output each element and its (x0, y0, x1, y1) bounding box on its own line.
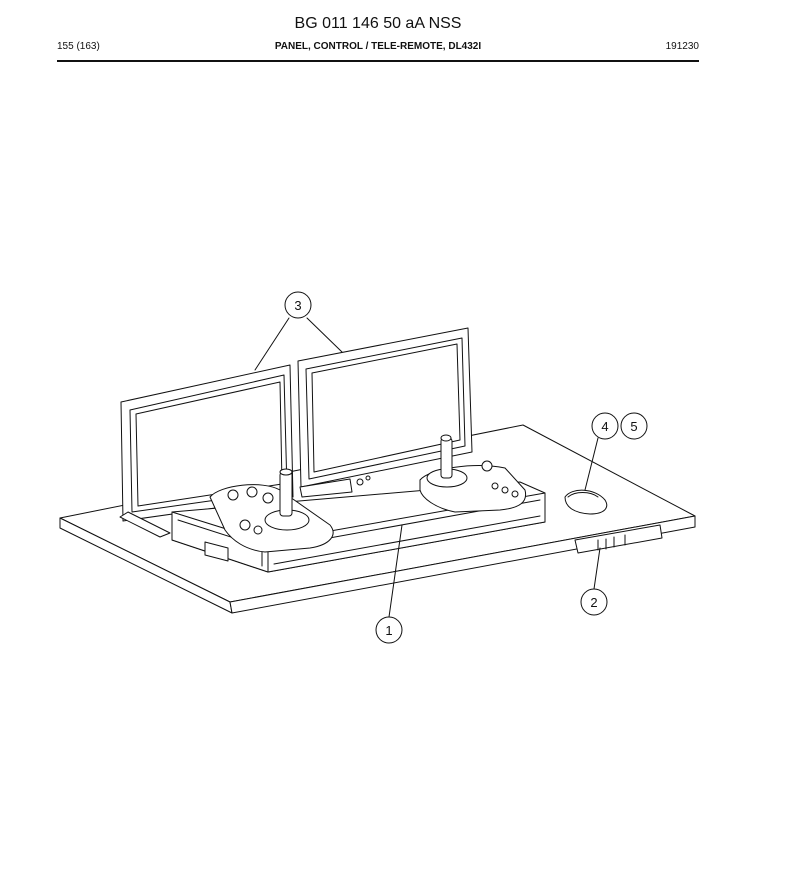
part-title: PANEL, CONTROL / TELE-REMOTE, DL432I (274, 41, 482, 52)
left-joystick-module (209, 468, 334, 553)
callout-1: 1 (375, 616, 403, 644)
callout-5: 5 (620, 412, 648, 440)
left-monitor (119, 364, 294, 538)
svg-text:5: 5 (630, 419, 637, 434)
page-number: 155 (163) (57, 41, 100, 52)
right-joystick-module (419, 434, 527, 513)
svg-text:3: 3 (294, 298, 301, 313)
mouse (564, 489, 608, 515)
leader-lines (254, 317, 601, 618)
document-title: BG 011 146 50 aA NSS (294, 15, 462, 32)
right-monitor (297, 327, 473, 498)
svg-text:1: 1 (385, 623, 392, 638)
document-date: 191230 (665, 41, 699, 52)
header-rule (57, 60, 699, 62)
svg-text:2: 2 (590, 595, 597, 610)
svg-text:4: 4 (601, 419, 608, 434)
callout-2: 2 (580, 588, 608, 616)
callout-4: 4 (591, 412, 619, 440)
callout-3: 3 (284, 291, 312, 319)
underside-unit (574, 524, 663, 554)
